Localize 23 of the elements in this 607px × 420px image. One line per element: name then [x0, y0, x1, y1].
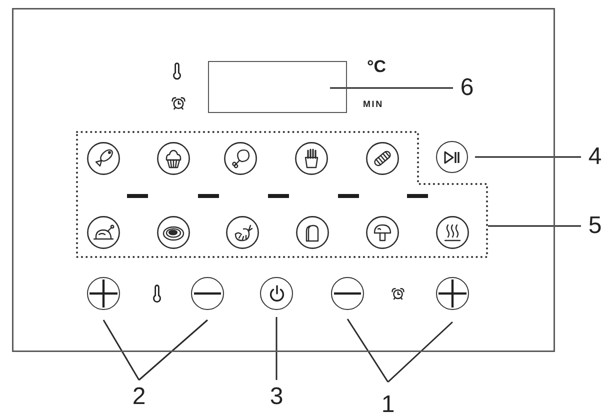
leader-line [388, 321, 453, 383]
callout-number: 6 [459, 75, 475, 101]
leader-line [330, 87, 453, 89]
round-button [260, 277, 293, 310]
callout-number: 5 [587, 213, 603, 239]
callout-number: 4 [587, 144, 603, 170]
display-screen [208, 61, 347, 113]
leader-line [346, 318, 389, 382]
leader-line [475, 156, 581, 158]
leader-line [102, 320, 140, 380]
leader-line [276, 317, 278, 380]
round-button [331, 277, 364, 310]
callout-number: 2 [131, 384, 147, 410]
callout-number: 3 [268, 384, 285, 410]
round-button [436, 141, 468, 173]
unit-label: °C [367, 58, 386, 77]
round-button [191, 277, 224, 310]
dotted-frame [76, 131, 488, 258]
leader-line [138, 319, 208, 381]
leader-line [488, 225, 581, 227]
control-panel [12, 8, 555, 352]
callout-number: 1 [380, 392, 396, 418]
unit-label: MIN [363, 100, 384, 110]
